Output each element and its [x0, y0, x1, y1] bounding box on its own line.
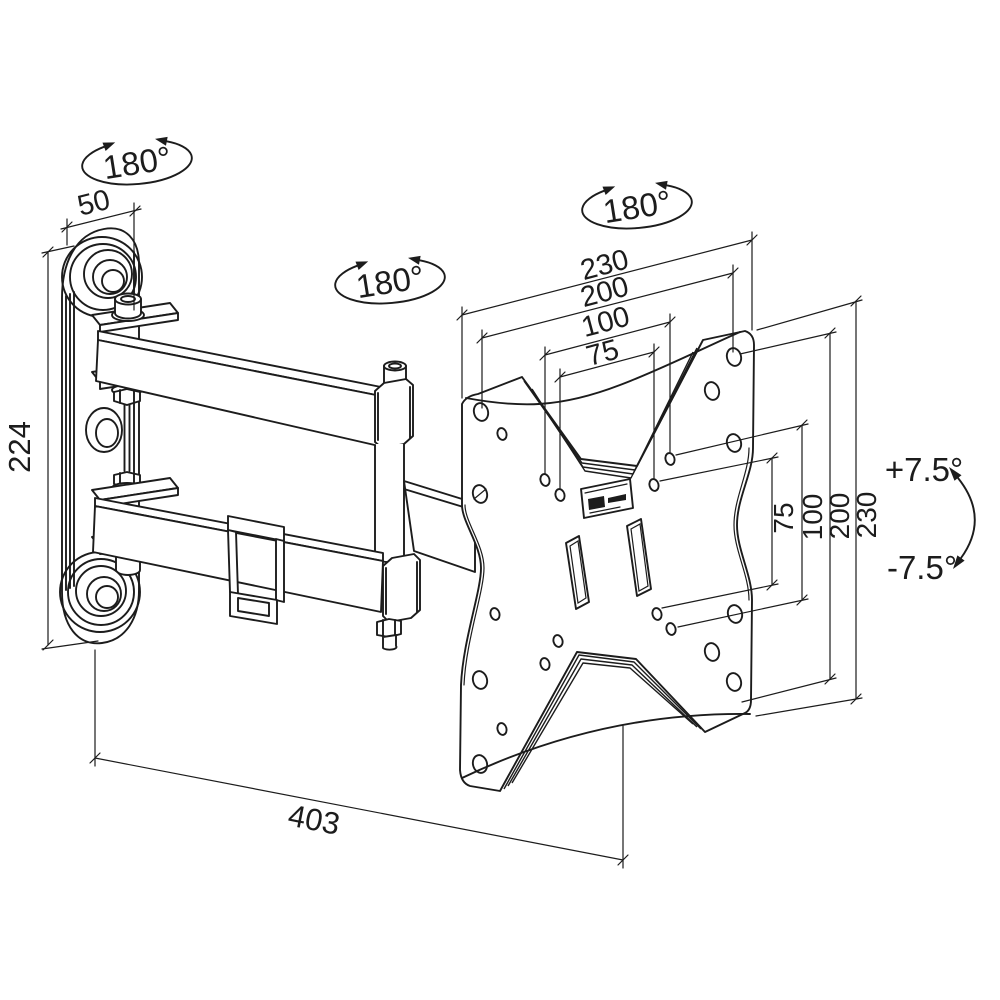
- top-hinge: [83, 249, 133, 299]
- plate-arm: [403, 480, 476, 573]
- rotate-arrow-icon: [655, 180, 668, 190]
- rotate-arrow-icon: [155, 136, 168, 146]
- pivot-column: [376, 444, 404, 560]
- cable-clip: [227, 515, 285, 625]
- dim-label-75-right: 75: [768, 502, 799, 533]
- dimension-wall-width: 50: [60, 184, 142, 311]
- bottom-back-edge: [461, 713, 751, 779]
- dimension-wall-height: 224: [2, 245, 99, 651]
- vesa-slots: [565, 518, 652, 610]
- vesa-plate: [459, 330, 755, 792]
- rotate-arrow-icon: [102, 142, 116, 151]
- upper-elbow-block: [374, 378, 414, 449]
- top-back-edge: [465, 331, 741, 406]
- tilt-down-label: -7.5°: [887, 549, 957, 586]
- dim-label-230-right: 230: [851, 492, 882, 539]
- swivel-symbol-wall: 180°: [81, 136, 193, 186]
- vesa-holes: [471, 347, 744, 774]
- tilt-arrow-up-icon: [949, 467, 962, 481]
- tilt-arrow-down-icon: [953, 555, 965, 569]
- top-notch-flange: [523, 343, 702, 479]
- logo-label: [580, 478, 634, 519]
- dimension-vesa-widths: 230 200 100 75: [456, 231, 758, 489]
- tilt-annotation: +7.5° -7.5°: [885, 451, 976, 586]
- wall-plate-center-hole: [85, 407, 123, 453]
- lower-bolt-hex: [376, 618, 402, 638]
- articulating-arms: [92, 330, 476, 651]
- wall-plate: [59, 227, 143, 645]
- lower-bolt-tip: [382, 634, 398, 651]
- hex-nut: [113, 388, 141, 406]
- dim-label-224: 224: [2, 421, 37, 473]
- swivel-symbol-mid: 180°: [334, 255, 446, 305]
- dimension-vesa-heights: 75 100 200 230: [659, 295, 882, 717]
- dim-label-200-right: 200: [824, 493, 855, 540]
- swivel-symbol-plate: 180°: [581, 180, 693, 230]
- bottom-notch-flange: [503, 654, 702, 790]
- rotate-arrow-icon: [408, 255, 421, 265]
- rotate-arrow-icon: [355, 261, 369, 270]
- bottom-hinge: [75, 565, 127, 617]
- tilt-arc: [957, 477, 976, 559]
- dim-label-75-top: 75: [583, 334, 622, 373]
- rotate-arrow-icon: [602, 186, 616, 195]
- lower-elbow-block: [382, 553, 421, 623]
- dim-label-100-right: 100: [797, 494, 828, 541]
- dim-label-50: 50: [74, 184, 113, 223]
